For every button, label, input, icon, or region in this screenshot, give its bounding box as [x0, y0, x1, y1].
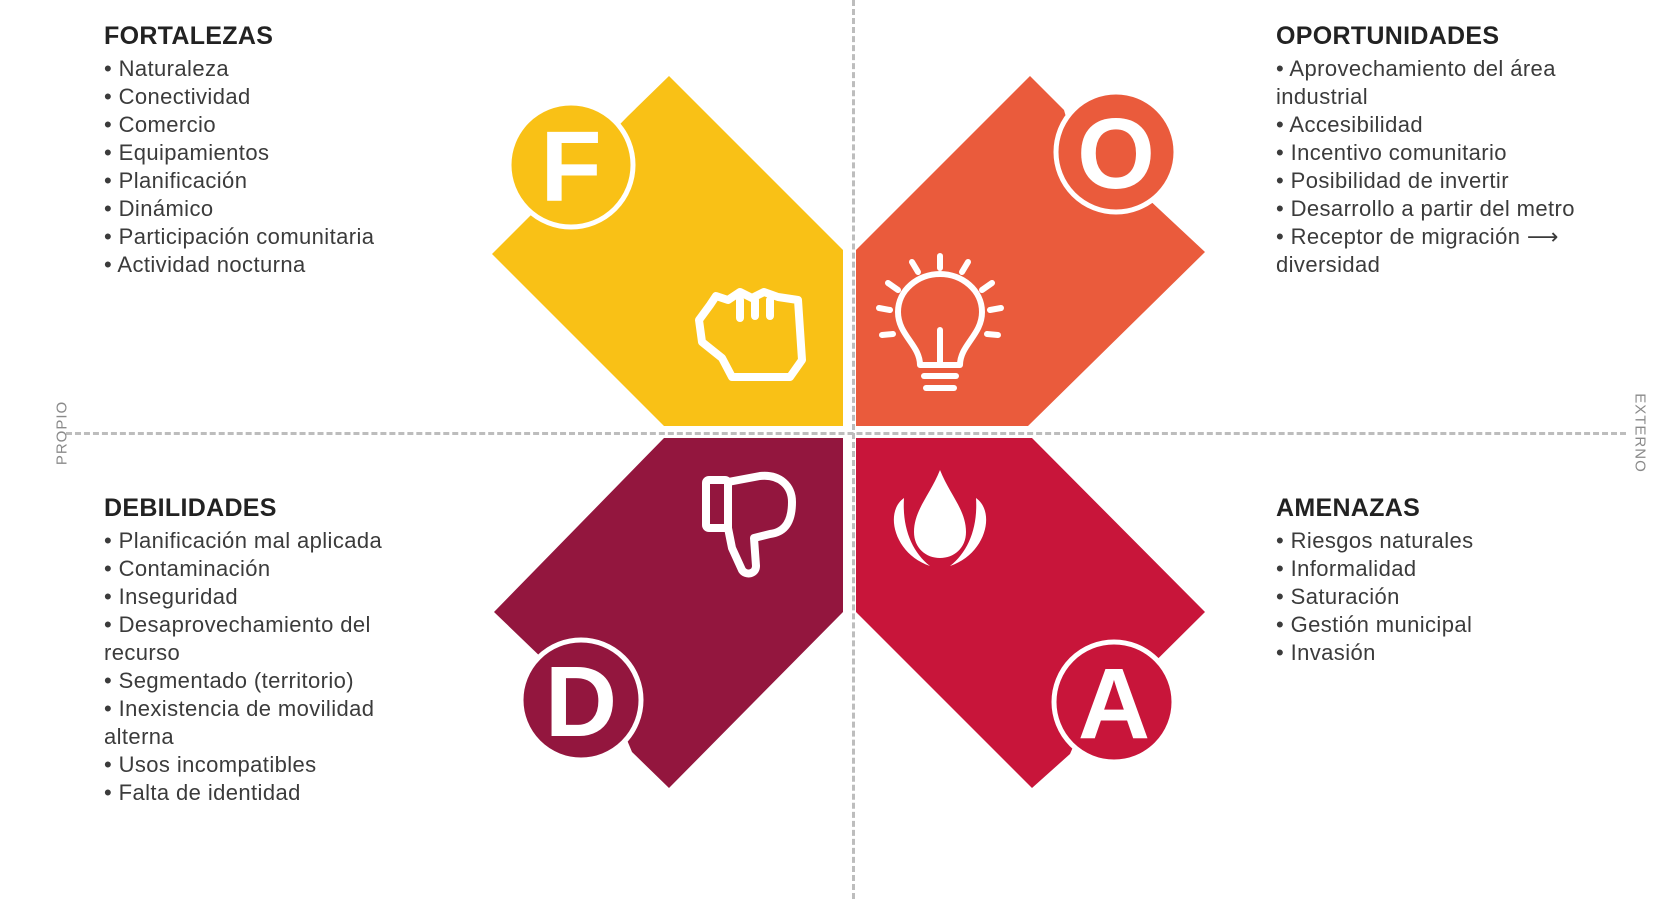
fire-icon — [893, 470, 987, 566]
thumbs-down-icon — [702, 471, 796, 578]
fortalezas-petal: F — [492, 76, 843, 426]
list-item: • Usos incompatibles — [104, 752, 317, 777]
list-item: • Gestión municipal — [1276, 612, 1473, 637]
oportunidades-petal: O — [856, 76, 1205, 426]
list-item: • Receptor de migración ⟶ diversidad — [1276, 224, 1559, 277]
list-item: • Comercio — [104, 112, 216, 137]
debilidades-letter-badge — [518, 637, 644, 763]
oportunidades-shape — [856, 76, 1205, 426]
oportunidades-title: OPORTUNIDADES — [1276, 22, 1500, 50]
vertical-axis-divider — [852, 0, 855, 899]
list-item: • Segmentado (territorio) — [104, 668, 355, 693]
amenazas-letter: A — [1078, 648, 1150, 760]
list-item: • Incentivo comunitario — [1276, 140, 1507, 165]
amenazas-petal: A — [856, 438, 1205, 788]
list-item: • Participación comunitaria — [104, 224, 375, 249]
list-item: • Informalidad — [1276, 556, 1417, 581]
oportunidades-letter-badge — [1053, 89, 1179, 215]
lightbulb-icon — [876, 253, 1004, 391]
list-item: • Actividad nocturna — [104, 252, 306, 277]
amenazas-block: AMENAZAS • Riesgos naturales • Informali… — [1276, 494, 1606, 667]
list-item: • Dinámico — [104, 196, 214, 221]
fortalezas-letter-badge — [506, 100, 636, 230]
oportunidades-list: • Aprovechamiento del área industrial • … — [1276, 55, 1621, 279]
debilidades-shape — [494, 438, 843, 788]
debilidades-letter: D — [545, 646, 617, 758]
fortalezas-list: • Naturaleza • Conectividad • Comercio •… — [104, 55, 434, 279]
list-item: • Riesgos naturales — [1276, 528, 1474, 553]
list-item: • Posibilidad de invertir — [1276, 168, 1509, 193]
list-item: • Desarrollo a partir del metro — [1276, 196, 1575, 221]
debilidades-title: DEBILIDADES — [104, 494, 277, 522]
oportunidades-letter: O — [1077, 98, 1155, 210]
debilidades-petal: D — [494, 438, 843, 788]
list-item: • Falta de identidad — [104, 780, 301, 805]
debilidades-block: DEBILIDADES • Planificación mal aplicada… — [104, 494, 444, 807]
amenazas-title: AMENAZAS — [1276, 494, 1421, 522]
amenazas-letter-badge — [1051, 639, 1177, 765]
horizontal-axis-divider — [66, 432, 1626, 435]
debilidades-list: • Planificación mal aplicada • Contamina… — [104, 527, 444, 807]
list-item: • Planificación mal aplicada — [104, 528, 383, 553]
list-item: • Equipamientos — [104, 140, 270, 165]
fortalezas-shape — [492, 76, 843, 426]
list-item: • Desaprovechamiento del recurso — [104, 612, 371, 665]
list-item: • Naturaleza — [104, 56, 230, 81]
list-item: • Saturación — [1276, 584, 1400, 609]
fortalezas-letter: F — [540, 111, 601, 223]
fortalezas-block: FORTALEZAS • Naturaleza • Conectividad •… — [104, 22, 434, 279]
list-item: • Planificación — [104, 168, 248, 193]
amenazas-list: • Riesgos naturales • Informalidad • Sat… — [1276, 527, 1606, 667]
fist-icon — [695, 288, 806, 381]
list-item: • Aprovechamiento del área industrial — [1276, 56, 1556, 109]
list-item: • Accesibilidad — [1276, 112, 1424, 137]
list-item: • Inexistencia de movilidad alterna — [104, 696, 375, 749]
list-item: • Conectividad — [104, 84, 251, 109]
list-item: • Inseguridad — [104, 584, 238, 609]
list-item: • Invasión — [1276, 640, 1376, 665]
list-item: • Contaminación — [104, 556, 271, 581]
oportunidades-block: OPORTUNIDADES • Aprovechamiento del área… — [1276, 22, 1621, 279]
fortalezas-title: FORTALEZAS — [104, 22, 274, 50]
